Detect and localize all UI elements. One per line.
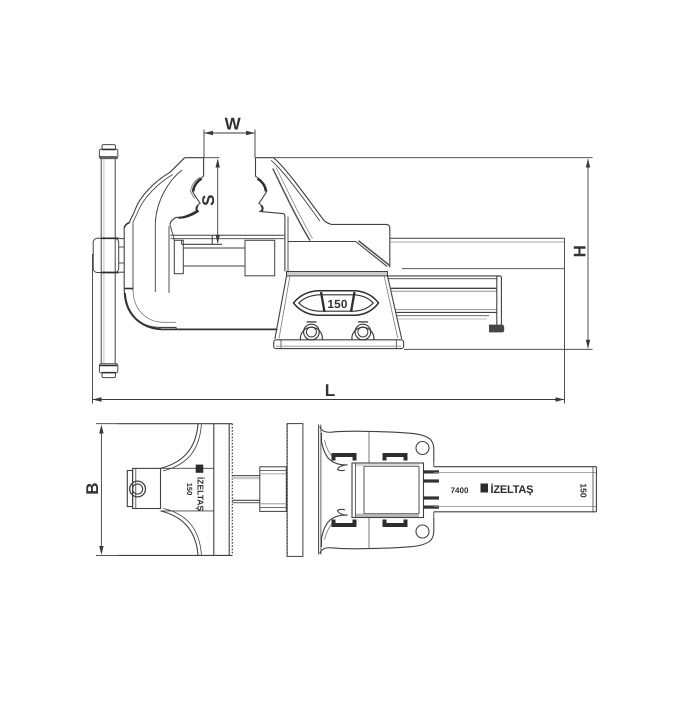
svg-text:B: B (83, 482, 102, 494)
svg-text:S: S (199, 195, 218, 206)
svg-text:W: W (225, 115, 242, 134)
svg-text:İZELTAŞ: İZELTAŞ (196, 477, 206, 511)
svg-text:150: 150 (327, 297, 348, 311)
svg-text:H: H (571, 245, 590, 257)
svg-text:L: L (325, 381, 335, 400)
svg-text:150: 150 (185, 483, 194, 496)
svg-text:İZELTAŞ: İZELTAŞ (491, 483, 534, 496)
svg-text:7400: 7400 (451, 486, 469, 495)
svg-text:150: 150 (579, 483, 589, 497)
